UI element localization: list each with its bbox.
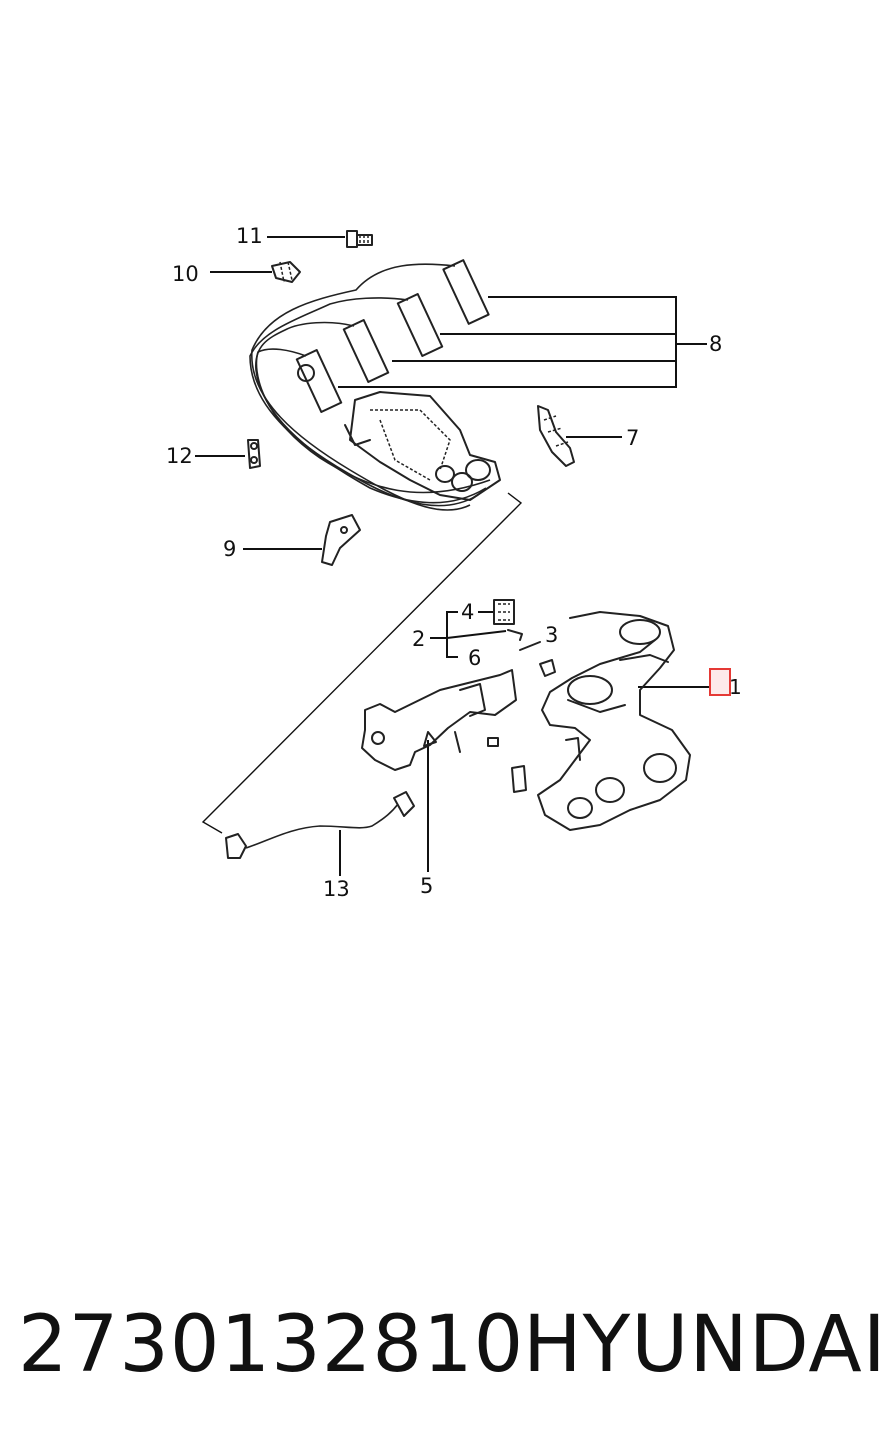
spark-plug-part-7	[537, 405, 575, 467]
sensor-cable-part-13	[225, 791, 415, 859]
callout-1: 1	[729, 675, 742, 699]
brand-name: HYUNDAI	[523, 1300, 887, 1390]
callout-3: 3	[545, 623, 559, 647]
part-number: 2730132810	[18, 1300, 525, 1390]
callout-7: 7	[626, 426, 640, 450]
distributor-assembly	[297, 364, 501, 501]
bracket-part-9	[321, 514, 361, 566]
parts-diagram: 11 10 8 7 12 9 4 3 2 6 1 13 5	[166, 224, 742, 901]
footer-caption: 2730132810 HYUNDAI	[18, 1300, 886, 1390]
callout-12: 12	[166, 444, 193, 468]
intake-manifold	[511, 611, 691, 831]
coil-bracket-part-5	[361, 669, 517, 771]
callout-10: 10	[172, 262, 199, 286]
clip-part-10	[271, 261, 301, 283]
callout-4: 4	[461, 600, 475, 624]
highlight-marker	[709, 668, 731, 696]
ignition-cable-set	[249, 259, 491, 511]
small-parts-2-3-4-6	[493, 599, 556, 677]
callout-13: 13	[323, 877, 350, 901]
callout-5: 5	[420, 874, 434, 898]
callout-9: 9	[223, 537, 237, 561]
callout-6: 6	[468, 646, 482, 670]
bolt-part-11	[346, 230, 373, 248]
callout-11: 11	[236, 224, 263, 248]
callout-8: 8	[709, 332, 723, 356]
exploded-view-drawing	[195, 230, 731, 876]
clamp-part-12	[247, 439, 261, 469]
callout-2: 2	[412, 627, 426, 651]
leader-lines	[195, 236, 710, 876]
